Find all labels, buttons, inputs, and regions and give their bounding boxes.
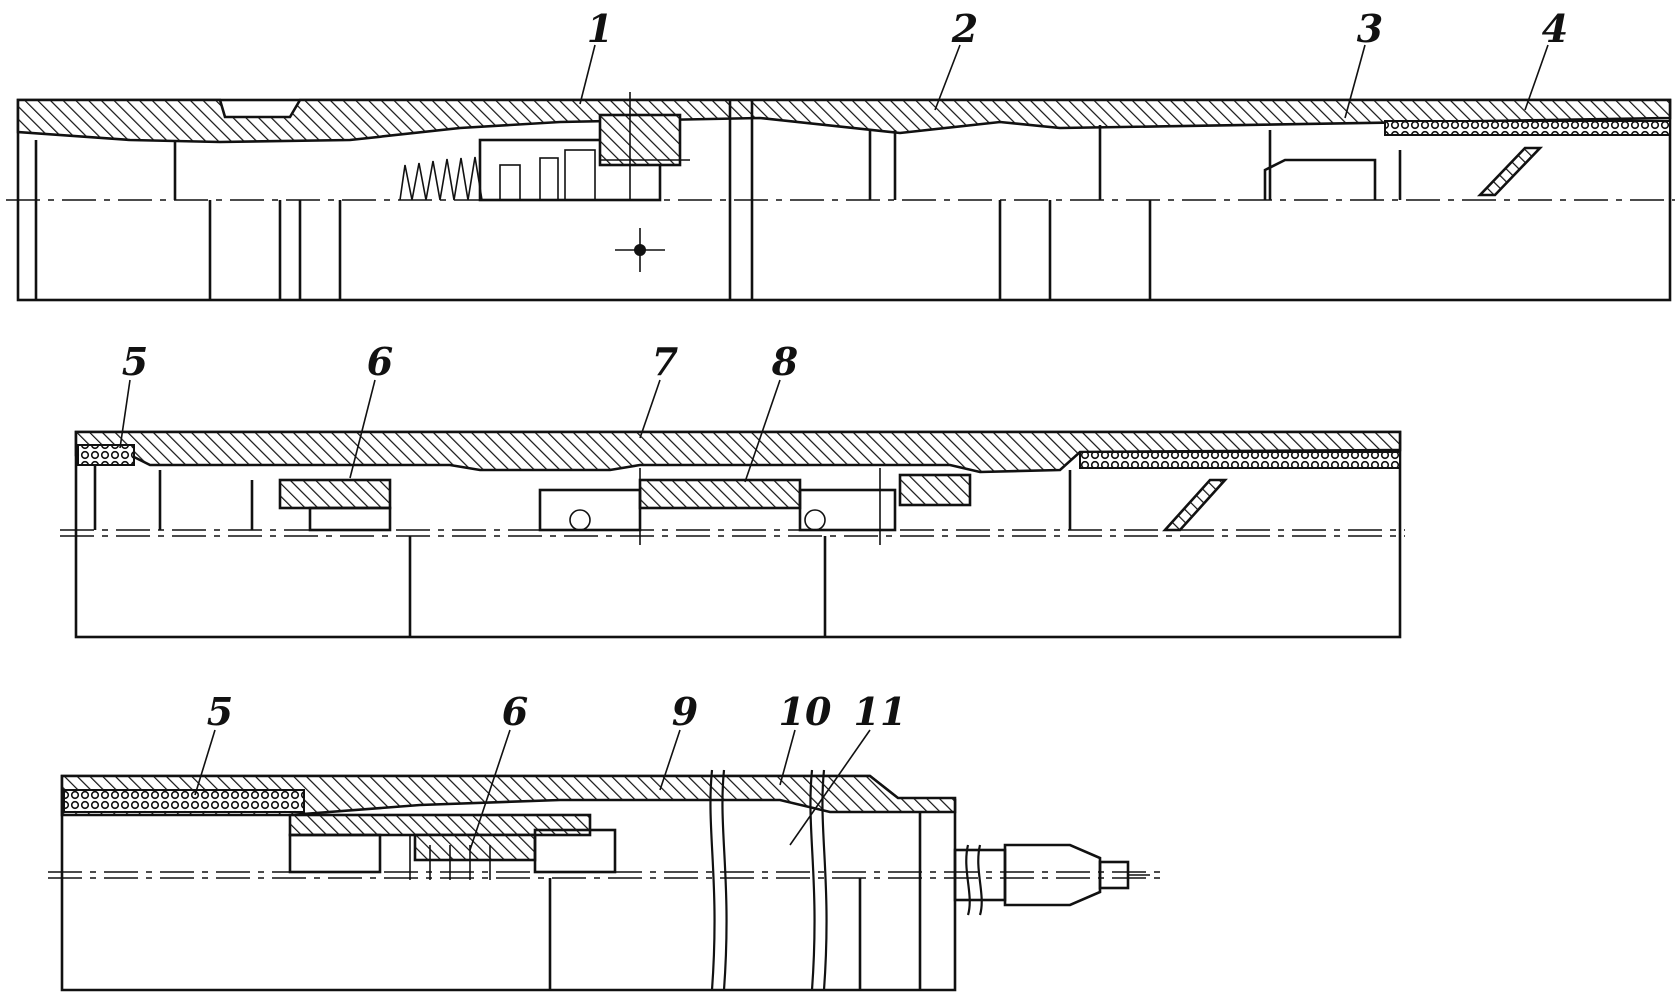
middle-spring-left xyxy=(77,444,135,466)
middle-inner-parts xyxy=(278,468,1228,545)
upper-crosshair xyxy=(615,228,665,272)
middle-housing-wall xyxy=(74,430,1402,474)
upper-section xyxy=(6,44,1675,302)
lower-section xyxy=(48,729,1160,992)
callout-2: 2 xyxy=(951,6,978,51)
middle-leaders xyxy=(119,379,781,483)
callout-5-middle: 5 xyxy=(122,339,148,384)
upper-section-joints xyxy=(34,100,1272,300)
callout-10: 10 xyxy=(779,689,832,734)
middle-section-joints xyxy=(93,465,1072,637)
lower-break-marks xyxy=(709,769,983,991)
upper-leaders xyxy=(579,44,1549,119)
middle-section xyxy=(60,379,1405,639)
callout-4: 4 xyxy=(1542,6,1568,51)
callout-9: 9 xyxy=(672,689,698,734)
lower-spring-pack xyxy=(63,789,305,813)
lower-leaders xyxy=(194,729,871,851)
upper-guide-sleeve xyxy=(1263,146,1544,200)
callout-8: 8 xyxy=(771,339,798,384)
callout-5-lower: 5 xyxy=(207,689,233,734)
callout-11: 11 xyxy=(854,689,907,734)
callout-6-lower: 6 xyxy=(502,689,528,734)
upper-mechanism xyxy=(399,92,690,202)
callout-3: 3 xyxy=(1357,6,1383,51)
upper-housing-wall xyxy=(16,98,1672,144)
callout-1: 1 xyxy=(587,6,613,51)
callout-7: 7 xyxy=(652,339,678,384)
lower-tip xyxy=(953,843,1150,907)
spring-pack-4 xyxy=(1384,120,1671,136)
middle-spring-right xyxy=(1079,451,1401,469)
callout-6-middle: 6 xyxy=(367,339,393,384)
lower-inner-parts xyxy=(288,812,922,990)
